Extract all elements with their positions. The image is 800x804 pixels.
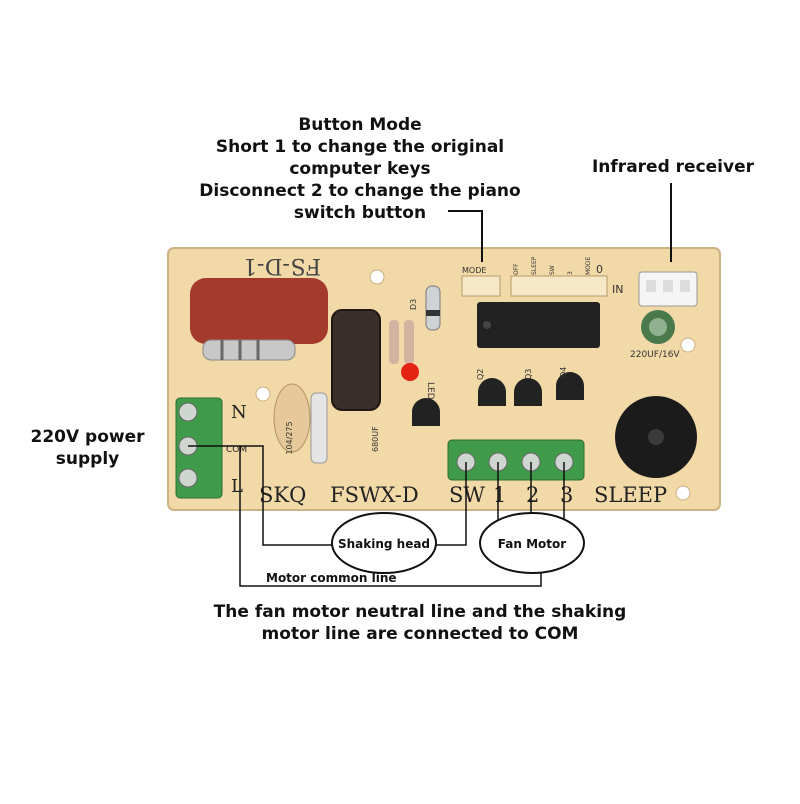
fuse bbox=[310, 392, 328, 464]
transistor bbox=[412, 398, 440, 426]
diode-label: D3 bbox=[409, 299, 418, 310]
terminal-n-label: N bbox=[231, 402, 247, 423]
power-supply-line-1: 220V power bbox=[30, 427, 145, 447]
mode-label: MODE bbox=[462, 266, 486, 275]
shaking-head-label: Shaking head bbox=[338, 537, 430, 551]
terminal-l-label: L bbox=[231, 476, 243, 497]
terminal-label-sw: SW bbox=[449, 483, 485, 507]
button-mode-line-4: switch button bbox=[293, 203, 427, 223]
led-label: LED bbox=[425, 382, 435, 400]
transistor-q2 bbox=[478, 378, 506, 406]
mounting-hole bbox=[369, 269, 385, 285]
board-model-top: FS-D-1 bbox=[243, 253, 321, 278]
q4-label: Q4 bbox=[559, 367, 568, 378]
mode-header bbox=[461, 275, 501, 297]
q3-label: Q3 bbox=[524, 369, 533, 380]
silkscreen-skq: SKQ bbox=[259, 483, 306, 507]
bottom-note: The fan motor neutral line and the shaki… bbox=[180, 601, 660, 645]
ic-chip bbox=[477, 302, 600, 348]
fan-motor-ellipse bbox=[479, 512, 585, 574]
motor-common-wire bbox=[239, 446, 542, 587]
cap-big-label: 680UF bbox=[371, 426, 380, 452]
fan-motor-label: Fan Motor bbox=[498, 537, 566, 551]
film-capacitor bbox=[190, 278, 328, 344]
button-mode-line-3: Disconnect 2 to change the piano bbox=[199, 181, 521, 201]
motor-terminal-block bbox=[447, 439, 585, 481]
terminal-screw bbox=[178, 402, 198, 422]
silkscreen-model: FSWX-D bbox=[330, 483, 419, 507]
header-label-sleep: SLEEP bbox=[531, 256, 538, 275]
diode bbox=[425, 285, 441, 331]
transistor-q4 bbox=[556, 372, 584, 400]
header-label-mode: MODE bbox=[585, 256, 592, 275]
button-mode-leader bbox=[448, 210, 483, 262]
header-label-sw: SW bbox=[549, 265, 556, 275]
terminal-screw bbox=[178, 468, 198, 488]
shaking-head-ellipse bbox=[331, 512, 437, 574]
cap-small-label: 220UF/16V bbox=[630, 350, 680, 360]
led bbox=[401, 363, 419, 381]
mounting-hole bbox=[680, 337, 696, 353]
ceramic-capacitor bbox=[273, 383, 311, 453]
q2-label: Q2 bbox=[476, 369, 485, 380]
resistor bbox=[404, 320, 414, 364]
header-label-off: OFF bbox=[513, 263, 520, 275]
button-mode-title: Button Mode bbox=[298, 115, 422, 135]
sleep-label: SLEEP bbox=[594, 483, 667, 507]
shaking-head-wire bbox=[432, 462, 467, 546]
in-label: IN bbox=[612, 283, 623, 296]
power-supply-annotation: 220V power supply bbox=[20, 426, 155, 470]
mounting-hole bbox=[675, 485, 691, 501]
electrolytic-capacitor-680uf bbox=[332, 310, 380, 410]
zero-label: 0 bbox=[596, 263, 603, 276]
terminal-label-3: 3 bbox=[560, 483, 573, 507]
pin-header bbox=[510, 275, 608, 297]
button-mode-line-1: Short 1 to change the original bbox=[215, 137, 505, 157]
mounting-hole bbox=[255, 386, 271, 402]
infrared-receiver-label: Infrared receiver bbox=[591, 157, 755, 177]
button-mode-line-2: computer keys bbox=[289, 159, 431, 179]
header-label-3: 3 bbox=[567, 271, 574, 275]
terminal-com-label: COM bbox=[226, 445, 247, 455]
power-supply-line-2: supply bbox=[55, 449, 120, 469]
bottom-note-line-1: The fan motor neutral line and the shaki… bbox=[213, 602, 627, 622]
cap-film-label: 104/275 bbox=[285, 421, 294, 454]
button-mode-annotation: Button Mode Short 1 to change the origin… bbox=[195, 114, 525, 224]
motor-common-line-label: Motor common line bbox=[266, 571, 397, 585]
bottom-note-line-2: motor line are connected to COM bbox=[261, 624, 579, 644]
resistor bbox=[202, 339, 296, 361]
transistor-q3 bbox=[514, 378, 542, 406]
terminal-label-1: 1 bbox=[493, 483, 506, 507]
resistor bbox=[389, 320, 399, 364]
terminal-label-2: 2 bbox=[526, 483, 539, 507]
infrared-receiver-annotation: Infrared receiver bbox=[588, 156, 758, 178]
com-wire bbox=[188, 445, 336, 546]
